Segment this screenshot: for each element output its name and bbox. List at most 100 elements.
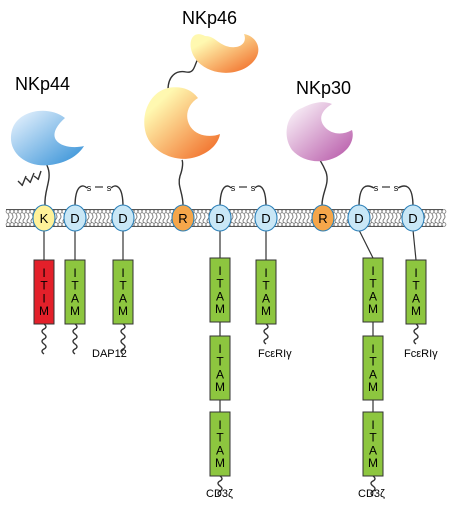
disulfide-arm-right [254,185,267,208]
receptor-title-nkp46: NKp46 [182,8,237,28]
lipid-head-inner [237,222,243,227]
itim-motif-letter: I [42,291,45,305]
lipid-head-inner [389,222,395,227]
itam-motif-letter: I [264,266,267,280]
lipid-head-outer [301,209,307,214]
lipid-tail [138,213,142,224]
lipid-head-inner [21,222,27,227]
lipid-tail [146,213,150,224]
itam-motif-letter: A [412,291,420,305]
sulfur-label: s [87,183,92,193]
residue-node-k [32,204,56,232]
lipid-head-inner [297,222,303,227]
lipid-tail [438,213,442,224]
nkp44-glycan-1 [17,175,27,187]
disulfide-arm-right [110,185,124,208]
lipid-head-inner [97,222,103,227]
itam-motif-letter: A [71,291,79,305]
lipid-tail [102,213,106,224]
itam-motif-letter: A [216,443,224,457]
lipid-tail [234,213,238,224]
itam-motif-letter: T [262,279,270,293]
lipid-head-inner [17,222,23,227]
itam-motif-letter: T [369,355,377,369]
lipid-tail [430,213,434,224]
itam-motif [209,257,231,323]
itam-motif-letter: A [262,291,270,305]
lipid-tail [442,213,446,224]
lipid-head-inner [333,222,339,227]
lipid-head-outer [145,209,151,214]
lipid-head-inner [245,222,251,227]
lipid-head-outer [233,209,239,214]
lipid-tail [6,213,10,224]
nkp46-ig-domain-outer [190,34,259,73]
lipid-tail [334,213,338,224]
nkp46-stalk [178,159,184,206]
lipid-head-outer [105,209,111,214]
itam-motif-letter: T [119,279,127,293]
lipid-tail [106,213,110,224]
lipid-tail [390,213,394,224]
lipid-head-inner [305,222,311,227]
lipid-head-inner [293,222,299,227]
itam-motif [405,259,427,325]
lipid-tail [246,213,250,224]
lipid-tail [54,213,58,224]
lipid-head-outer [425,209,431,214]
itam-motif-letter: A [216,367,224,381]
lipid-head-outer [13,209,19,214]
itam-motif [209,411,231,477]
itam-motif-letter: M [368,380,378,394]
lipid-head-outer [5,209,11,214]
residue-node-d [63,204,87,232]
lipid-head-outer [289,209,295,214]
sulfur-label: s [107,183,112,193]
lipid-head-inner [373,222,379,227]
receptor-title-nkp44: NKp44 [15,74,70,94]
signaling-motifs: ITIMITAMITAMITAMITAMITAMITAMITAMITAMITAM… [33,257,427,477]
itim-motif-letter: M [39,304,49,318]
itam-motif-letter: T [216,355,224,369]
lipid-tail [306,213,310,224]
lipid-head-inner [289,222,295,227]
lipid-head-outer [373,209,379,214]
itam-motif-letter: A [369,367,377,381]
lipid-tail [158,213,162,224]
itam-motif-letter: M [70,304,80,318]
lipid-tail [26,213,30,224]
lipid-head-outer [293,209,299,214]
lipid-tail [378,213,382,224]
itam-motif-letter: I [121,266,124,280]
fcer1g-tail-stem [412,229,417,261]
lipid-head-outer [241,209,247,214]
receptor-domains [10,34,353,206]
lipid-head-inner [9,222,15,227]
lipid-tail [294,213,298,224]
lipid-head-outer [141,209,147,214]
residue-node-r [311,204,335,232]
itam-motif-letter: I [73,266,76,280]
lipid-head-outer [89,209,95,214]
itam-motif-letter: A [119,291,127,305]
itam-motif-letter: I [414,266,417,280]
lipid-tail [194,213,198,224]
residue-node-d [254,204,278,232]
lipid-head-outer [17,209,23,214]
lipid-head-outer [165,209,171,214]
chain-label-cd3z-1: CD3ζ [206,488,233,500]
itam-motif-letter: T [369,277,377,291]
itam-motif-letter: T [216,431,224,445]
itam-motif-letter: A [216,289,224,303]
lipid-head-inner [433,222,439,227]
lipid-head-inner [341,222,347,227]
nkp44-ig-domain [10,110,84,166]
residue-letter: D [261,211,270,226]
lipid-head-outer [381,209,387,214]
lipid-tail [202,213,206,224]
lipid-head-outer [393,209,399,214]
lipid-tail [142,213,146,224]
itim-motif-letter: I [42,266,45,280]
nkp46-ig-domain-inner [144,87,220,159]
